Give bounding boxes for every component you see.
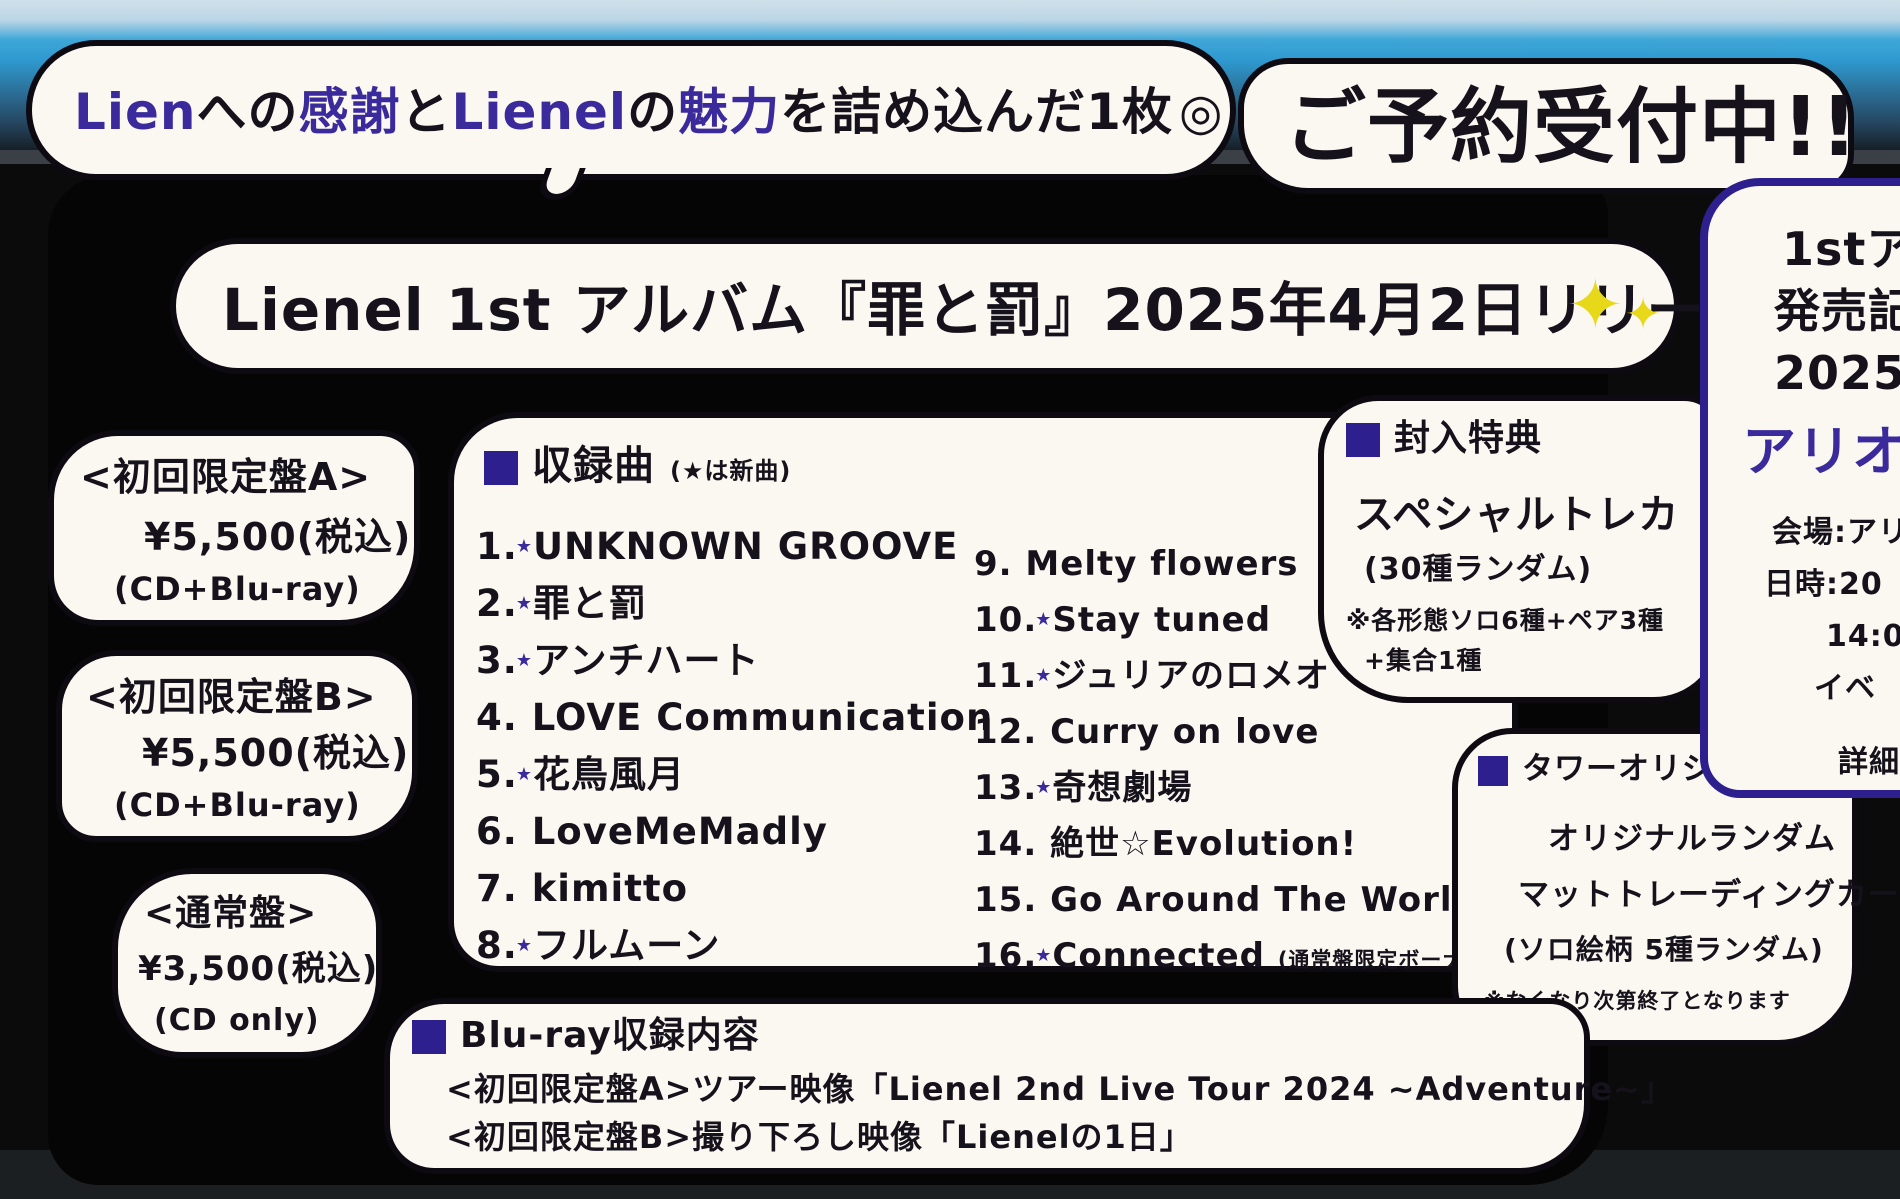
new-star-icon: ★ (515, 536, 533, 557)
track-row: 6. LoveMeMadly (476, 810, 828, 853)
banner-to: と (400, 83, 452, 141)
edition-a-price: ¥5,500(税込) (144, 515, 412, 559)
side-line-2: 発売記 (1774, 284, 1900, 338)
edition-b-format: (CD+Blu-ray) (114, 786, 361, 824)
banner-lien: Lien (74, 83, 197, 141)
side-line-5: 会場:アリ (1772, 515, 1900, 550)
banner-text: Lienへの感謝とLienelの魅力を詰め込んだ1枚◎ (74, 84, 1224, 140)
track-row: 11.★ジュリアのロメオ (974, 656, 1330, 696)
banner-lienel: Lienel (451, 83, 628, 141)
reservation-label: ご予約受付中!! (1238, 58, 1858, 194)
track-row: 8.★フルムーン (476, 924, 721, 967)
track-row: 5.★花鳥風月 (476, 753, 685, 796)
tower-line-3: (ソロ絵柄 5種ランダム) (1504, 933, 1824, 966)
track-list-left: 1.★UNKNOWN GROOVE 2.★罪と罰 3.★アンチハート 4. LO… (476, 518, 993, 974)
square-bullet-icon (1346, 423, 1380, 457)
banner-kansha: 感謝 (298, 83, 401, 141)
album-title: Lienel 1st アルバム『罪と罰』2025年4月2日リリース (222, 276, 1762, 344)
bonus-card: 封入特典 スペシャルトレカ (30種ランダム) ※各形態ソロ6種+ペア3種 +集… (1318, 395, 1724, 703)
side-line-7: 14:0 (1826, 619, 1900, 654)
tower-line-2: マットトレーディングカード (1518, 877, 1900, 913)
track-row: 9. Melty flowers (974, 544, 1299, 584)
edition-regular-format: (CD only) (154, 1003, 320, 1038)
side-line-9: 詳細 (1838, 745, 1900, 780)
bluray-line-1: <初回限定盤A>ツアー映像「Lienel 2nd Live Tour 2024 … (446, 1070, 1674, 1108)
square-bullet-icon (412, 1020, 446, 1054)
edition-regular-name: <通常盤> (144, 893, 318, 934)
new-star-icon: ★ (1035, 609, 1053, 630)
track-row: 13.★奇想劇場 (974, 768, 1193, 808)
tracklist-heading: 収録曲 (★は新曲) (484, 444, 791, 489)
bluray-heading: Blu-ray収録内容 (412, 1015, 760, 1056)
new-star-icon: ★ (1035, 665, 1053, 686)
edition-b-card: <初回限定盤B> ¥5,500(税込) (CD+Blu-ray) (56, 650, 418, 842)
edition-a-format: (CD+Blu-ray) (114, 570, 361, 608)
side-line-6: 日時:20 (1764, 567, 1883, 602)
banner-miryoku: 魅力 (678, 83, 781, 141)
edition-regular-card: <通常盤> ¥3,500(税込) (CD only) (112, 868, 382, 1058)
track-row: 15. Go Around The World (974, 880, 1478, 920)
edition-regular-price: ¥3,500(税込) (138, 949, 379, 989)
side-line-8: イベ (1814, 671, 1876, 706)
square-bullet-icon (484, 451, 518, 485)
square-bullet-icon (1478, 755, 1508, 786)
reservation-text: ご予約受付中!! (1284, 80, 1859, 175)
bluray-line-2: <初回限定盤B>撮り下ろし映像「Lienelの1日」 (446, 1118, 1193, 1156)
edition-b-name: <初回限定盤B> (86, 675, 377, 719)
bonus-note-1: ※各形態ソロ6種+ペア3種 (1346, 606, 1665, 635)
bonus-note-2: +集合1種 (1364, 646, 1483, 675)
smile-icon: ◎ (1178, 83, 1224, 141)
track-row: 1.★UNKNOWN GROOVE (476, 525, 959, 568)
side-line-4: アリオ (1742, 420, 1900, 483)
sparkle-icon: ✦✦ (1566, 264, 1662, 346)
tower-line-1: オリジナルランダム (1548, 821, 1836, 857)
new-star-icon: ★ (515, 593, 533, 614)
side-line-3: 2025 (1774, 346, 1900, 400)
tracklist-heading-text: 収録曲 (532, 443, 655, 489)
edition-a-name: <初回限定盤A> (80, 455, 372, 499)
edition-b-price: ¥5,500(税込) (142, 731, 410, 775)
track-row: 3.★アンチハート (476, 639, 760, 682)
bonus-sub: (30種ランダム) (1364, 552, 1593, 587)
banner-he-no: への (196, 83, 299, 141)
side-event-card: 1stア 発売記 2025 アリオ 会場:アリ 日時:20 14:0 イベ 詳細 (1700, 178, 1900, 798)
banner-rest: を詰め込んだ1枚 (780, 83, 1173, 141)
tracklist-note: (★は新曲) (669, 457, 792, 485)
album-title-card: Lienel 1st アルバム『罪と罰』2025年4月2日リリース ✦✦ (170, 238, 1760, 374)
edition-a-card: <初回限定盤A> ¥5,500(税込) (CD+Blu-ray) (48, 430, 420, 626)
bluray-card: Blu-ray収録内容 <初回限定盤A>ツアー映像「Lienel 2nd Liv… (384, 998, 1673, 1174)
new-star-icon: ★ (515, 650, 533, 671)
new-star-icon: ★ (515, 764, 533, 785)
new-star-icon: ★ (515, 935, 533, 956)
track-row: 7. kimitto (476, 867, 689, 910)
track-row: 4. LOVE Communication (476, 696, 994, 739)
track-row: 14. 絶世☆Evolution! (974, 824, 1358, 864)
bonus-heading: 封入特典 (1346, 418, 1542, 459)
bonus-item: スペシャルトレカ (1354, 492, 1680, 538)
new-star-icon: ★ (1035, 945, 1053, 966)
track-row: 2.★罪と罰 (476, 582, 647, 625)
new-star-icon: ★ (1035, 777, 1053, 798)
track-row: 10.★Stay tuned (974, 600, 1272, 640)
side-line-1: 1stア (1782, 222, 1900, 276)
track-row: 12. Curry on love (974, 712, 1320, 752)
banner-bubble: Lienへの感謝とLienelの魅力を詰め込んだ1枚◎ (26, 40, 1236, 180)
banner-no: の (627, 83, 679, 141)
